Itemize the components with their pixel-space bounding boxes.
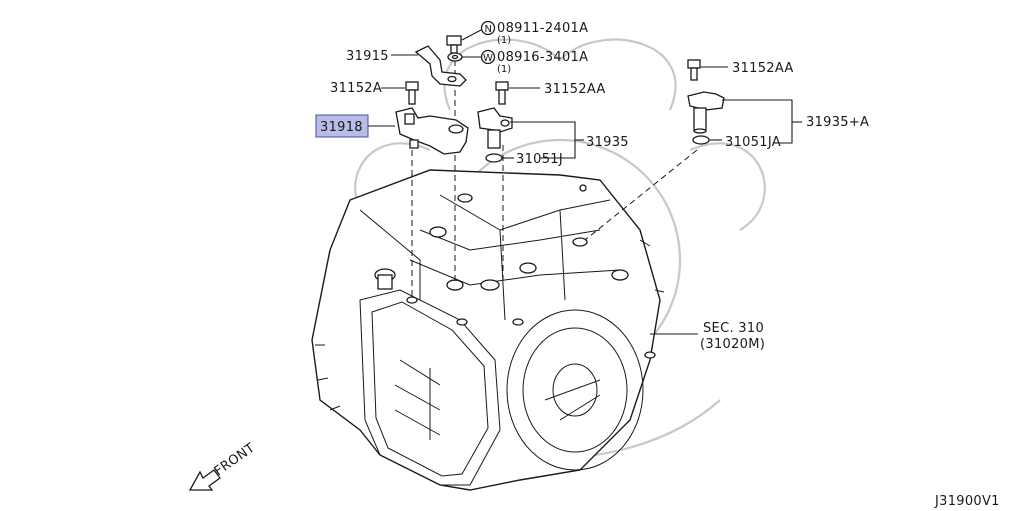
label-sensor-31935A[interactable]: 31935+A xyxy=(806,115,869,130)
n-marker-icon xyxy=(480,20,496,36)
oring-31051JA[interactable] xyxy=(692,135,710,145)
washer-08916[interactable] xyxy=(447,52,463,62)
n-marker-letter: N xyxy=(485,24,492,35)
label-bolt-08911-qty: (1) xyxy=(497,35,511,46)
label-oring-31051J[interactable]: 31051J xyxy=(516,152,563,167)
label-bolt-08911[interactable]: 08911-2401A xyxy=(497,21,588,36)
label-washer-08916-qty: (1) xyxy=(497,64,511,75)
label-section-ref-part[interactable]: (31020M) xyxy=(700,337,765,352)
oring-31051J[interactable] xyxy=(485,153,503,163)
front-arrow-icon xyxy=(188,469,221,491)
label-sensor-31918[interactable]: 31918 xyxy=(320,120,363,135)
label-sensor-31935[interactable]: 31935 xyxy=(586,135,629,150)
w-marker-icon xyxy=(480,49,496,65)
bolt-08911[interactable] xyxy=(446,35,462,54)
sensor-31918[interactable] xyxy=(395,107,469,155)
sensor-31935A[interactable] xyxy=(687,91,725,134)
bolt-31152AA-mid[interactable] xyxy=(495,81,509,105)
label-oring-31051JA[interactable]: 31051JA xyxy=(725,135,781,150)
label-section-ref[interactable]: SEC. 310 xyxy=(703,321,764,336)
label-bolt-31152AA-mid[interactable]: 31152AA xyxy=(544,82,606,97)
label-bolt-31152AA-right[interactable]: 31152AA xyxy=(732,61,794,76)
w-marker-letter: W xyxy=(483,53,493,64)
bracket-31915[interactable] xyxy=(414,45,467,87)
diagram-id: J31900V1 xyxy=(934,494,1000,509)
label-washer-08916[interactable]: 08916-3401A xyxy=(497,50,588,65)
transmission-assembly xyxy=(311,169,665,491)
label-front: FRONT xyxy=(212,441,258,480)
label-bracket-31915[interactable]: 31915 xyxy=(346,49,389,64)
assembly-guide-lines xyxy=(411,60,698,298)
bolt-31152A[interactable] xyxy=(405,81,419,105)
bolt-31152AA-right[interactable] xyxy=(687,59,701,81)
sensor-31935[interactable] xyxy=(477,107,513,149)
label-bolt-31152A[interactable]: 31152A xyxy=(330,81,382,96)
